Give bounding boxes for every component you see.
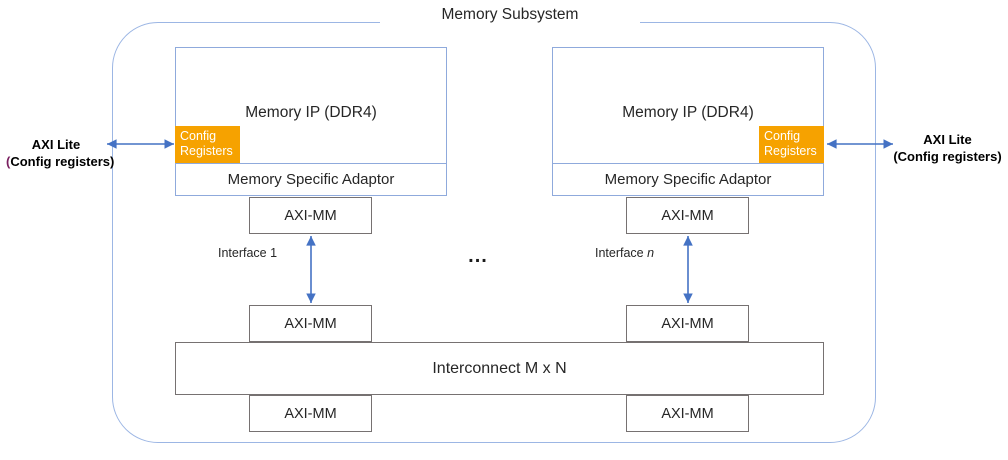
ellipsis-separator: ... (468, 245, 488, 267)
config-registers-block-2: Config Registers (759, 126, 824, 163)
axi-lite-left-line1: AXI Lite (31, 137, 81, 152)
axi-mm-top-label-2: AXI-MM (661, 207, 714, 224)
memory-ip-label-2: Memory IP (DDR4) (622, 104, 754, 121)
interface-label-prefix-1: Interface (218, 246, 267, 260)
config-registers-line1-2: Config (764, 129, 801, 143)
axi-mm-bottom-1: AXI-MM (249, 395, 372, 432)
memory-specific-adaptor-label-2: Memory Specific Adaptor (604, 171, 772, 188)
interconnect-label: Interconnect M x N (432, 359, 567, 377)
page-title: Memory Subsystem (380, 5, 640, 24)
interface-label-index-1: 1 (270, 246, 278, 260)
interface-label-1: Interface 1 (218, 246, 277, 260)
memory-ip-label-1: Memory IP (DDR4) (245, 104, 377, 121)
axi-mm-top-label-1: AXI-MM (284, 207, 337, 224)
memory-specific-adaptor-label-1: Memory Specific Adaptor (227, 171, 395, 188)
axi-mm-mid-label-1: AXI-MM (284, 315, 337, 332)
interface-label-index-2: n (647, 246, 655, 260)
memory-specific-adaptor-2: Memory Specific Adaptor (552, 163, 824, 196)
config-registers-line2-1: Registers (180, 144, 233, 158)
axi-mm-mid-label-2: AXI-MM (661, 315, 714, 332)
axi-mm-bottom-label-1: AXI-MM (284, 405, 337, 422)
config-registers-line2-2: Registers (764, 144, 817, 158)
axi-lite-label-right: AXI Lite (Config registers) (890, 131, 1005, 165)
axi-mm-bottom-label-2: AXI-MM (661, 405, 714, 422)
config-registers-line1-1: Config (180, 129, 217, 143)
interface-label-2: Interface n (595, 246, 654, 260)
axi-mm-mid-1: AXI-MM (249, 305, 372, 342)
axi-mm-bottom-2: AXI-MM (626, 395, 749, 432)
axi-mm-top-2: AXI-MM (626, 197, 749, 234)
memory-specific-adaptor-1: Memory Specific Adaptor (175, 163, 447, 196)
axi-mm-mid-2: AXI-MM (626, 305, 749, 342)
axi-lite-label-left: AXI Lite (Config registers) (6, 136, 114, 170)
axi-lite-right-line2: (Config registers) (893, 149, 1002, 164)
interface-label-prefix-2: Interface (595, 246, 644, 260)
axi-lite-left-line2: (Config registers) (6, 153, 114, 170)
axi-lite-right-line1: AXI Lite (923, 132, 972, 147)
axi-lite-left-rest: Config registers) (10, 154, 115, 169)
interconnect-block: Interconnect M x N (175, 342, 824, 395)
config-registers-block-1: Config Registers (175, 126, 240, 163)
axi-mm-top-1: AXI-MM (249, 197, 372, 234)
axi-lite-left-paren: ( (6, 154, 11, 169)
